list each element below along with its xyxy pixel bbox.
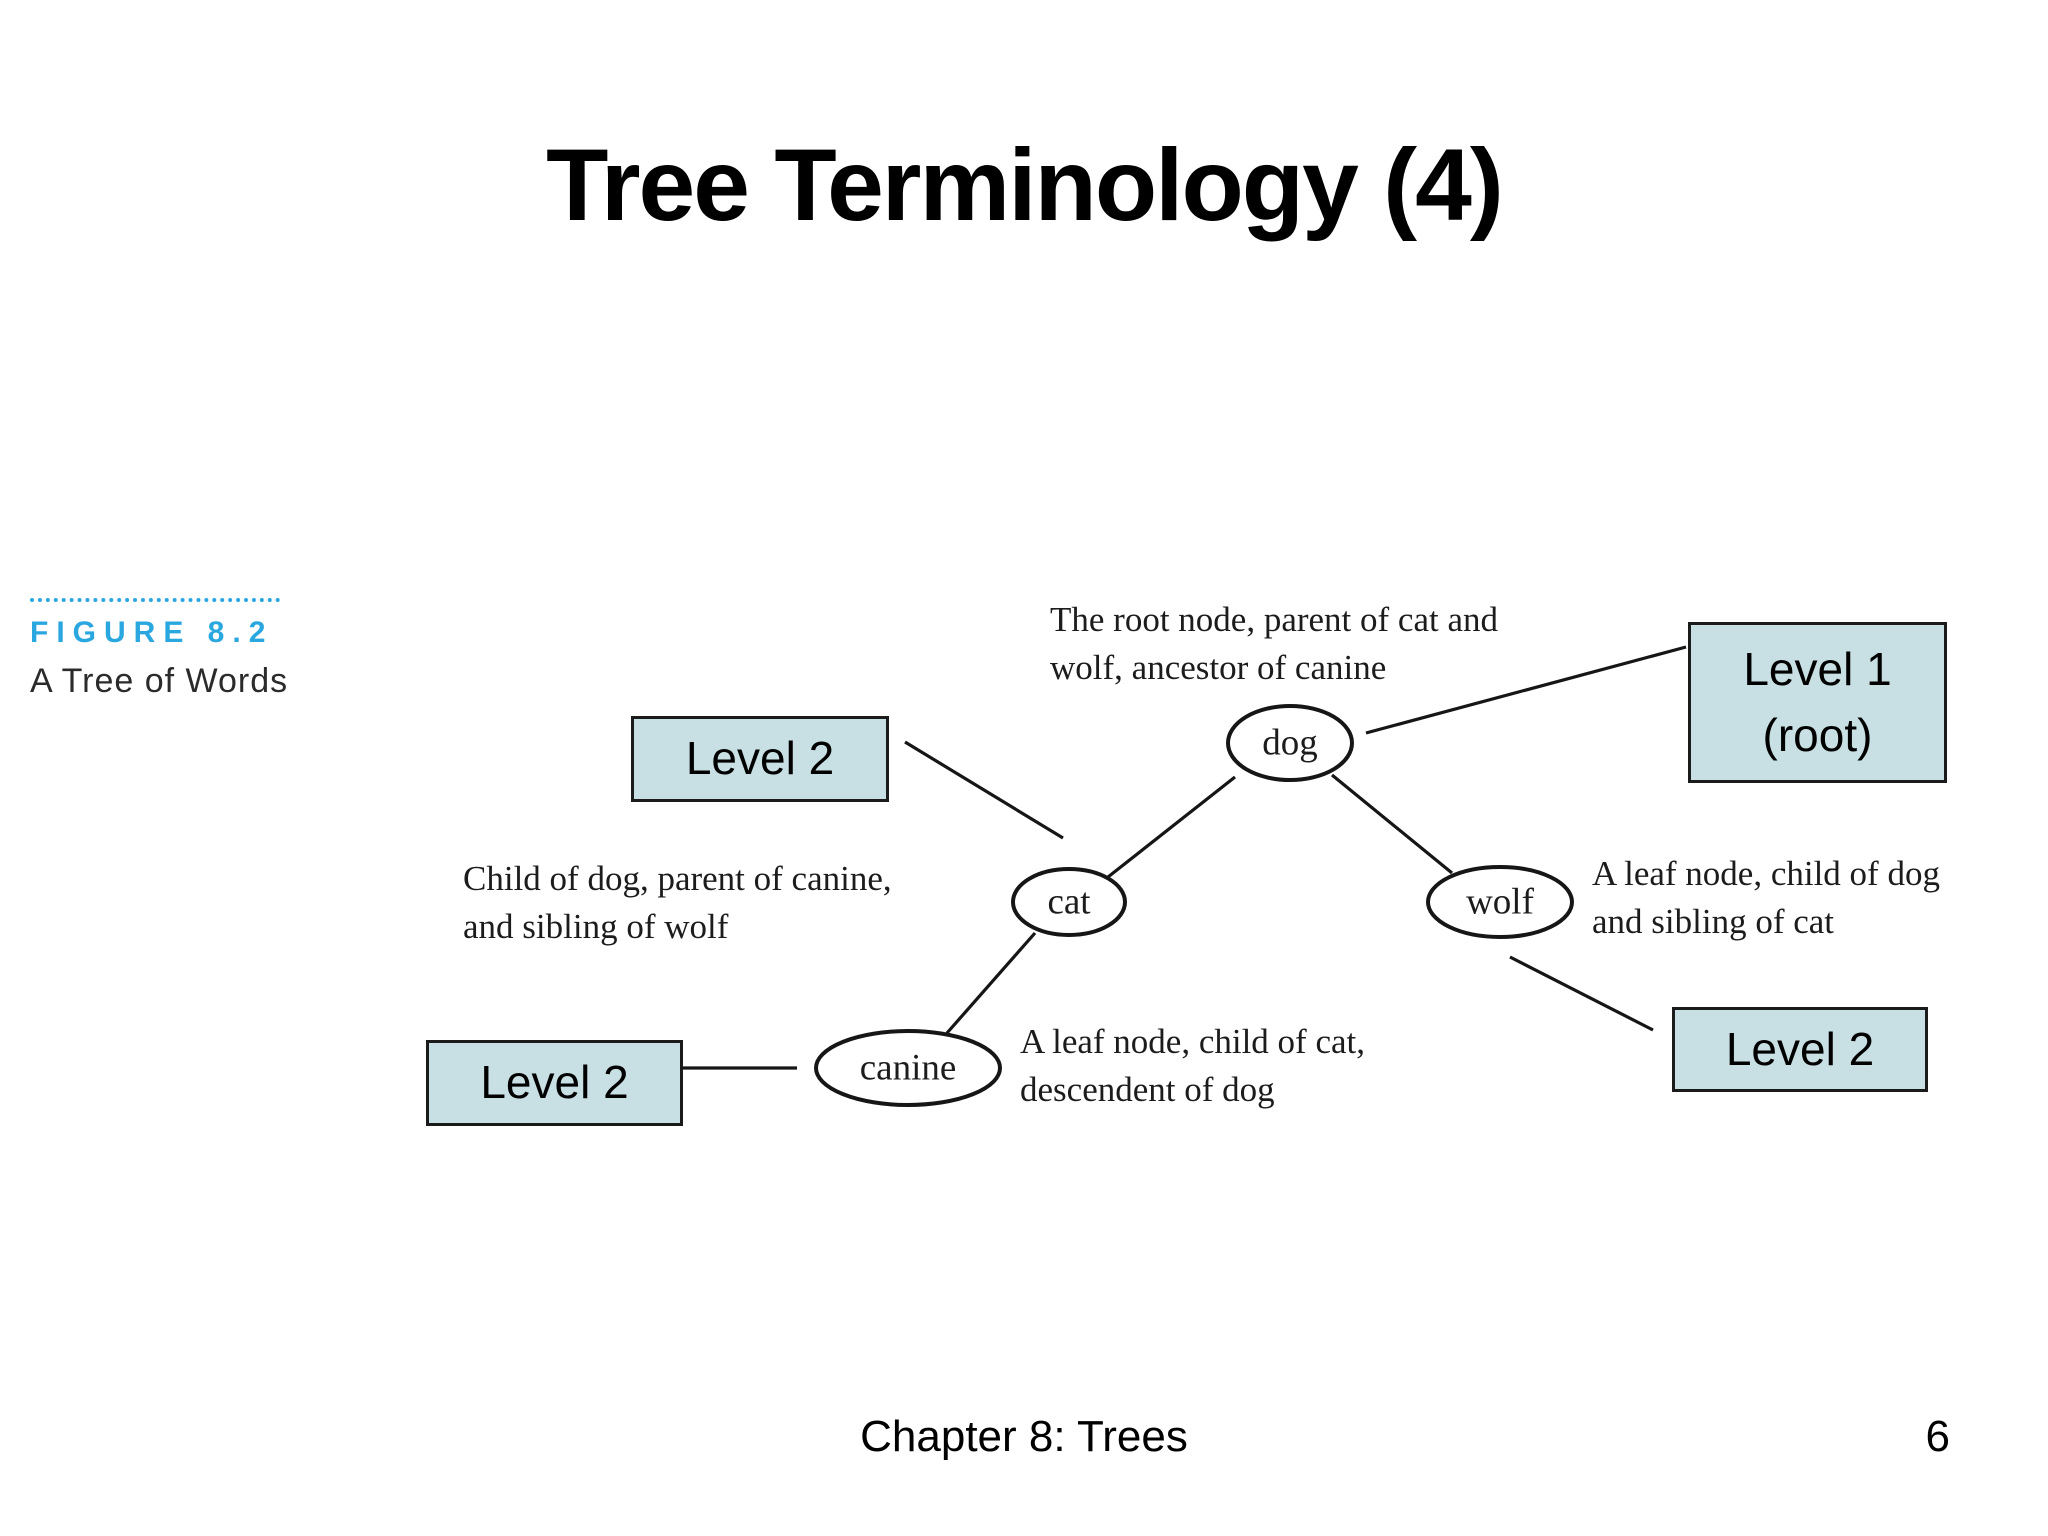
level-box-level1-root: Level 1 (root) <box>1688 622 1947 783</box>
tree-node-label-cat: cat <box>1047 882 1091 923</box>
annotation-canine-note: A leaf node, child of cat, descendent of … <box>1020 1018 1365 1113</box>
tree-node-dog <box>1226 704 1354 782</box>
level-box-text: Level 2 <box>1725 1022 1875 1075</box>
slide-title: Tree Terminology (4) <box>546 128 1504 242</box>
annotation-line: descendent of dog <box>1020 1069 1275 1109</box>
figure-label-block: FIGURE 8.2 A Tree of Words <box>30 598 289 701</box>
edge-dog-wolf <box>1330 773 1454 875</box>
line-dog-to-level1 <box>1365 645 1687 735</box>
level-box-text: Level 2 <box>480 1056 629 1109</box>
tree-node-label-wolf: wolf <box>1466 882 1535 923</box>
annotation-line: A leaf node, child of cat, <box>1020 1022 1366 1061</box>
annotation-line: The root node, parent of cat and <box>1050 600 1499 639</box>
tree-node-label-dog: dog <box>1262 723 1318 764</box>
annotation-cat-note: Child of dog, parent of canine, and sibli… <box>463 855 892 950</box>
edge-dog-cat <box>1107 775 1236 879</box>
annotation-wolf-note: A leaf node, child of dog and sibling of … <box>1592 850 1940 945</box>
annotation-line: and sibling of wolf <box>463 906 729 946</box>
edge-cat-canine <box>945 931 1037 1035</box>
level-box-level2-top-left: Level 2 <box>631 716 889 802</box>
tree-node-wolf <box>1426 865 1574 939</box>
annotation-line: and sibling of cat <box>1592 901 1835 941</box>
figure-caption: A Tree of Words <box>30 662 289 700</box>
annotation-line: A leaf node, child of dog <box>1592 854 1940 893</box>
level-box-text: Level 2 <box>685 732 835 785</box>
line-level2-top-to-cat <box>904 740 1064 840</box>
footer-title: Chapter 8: Trees <box>860 1412 1188 1461</box>
annotation-line: wolf, ancestor of canine <box>1050 647 1387 687</box>
level-box-text: Level 1 <box>1743 643 1892 696</box>
annotation-line: Child of dog, parent of canine, <box>463 859 892 898</box>
annotation-root-note: The root node, parent of cat and wolf, an… <box>1050 596 1498 691</box>
tree-node-cat <box>1011 867 1127 937</box>
tree-node-canine <box>814 1029 1002 1107</box>
line-wolf-to-level2-right <box>1509 955 1654 1032</box>
page-number: 6 <box>1925 1412 1950 1461</box>
level-box-text: (root) <box>1762 708 1873 761</box>
figure-label: FIGURE 8.2 <box>30 616 274 649</box>
figure-dotted-rule <box>30 598 280 602</box>
tree-node-label-canine: canine <box>860 1048 957 1089</box>
level-box-level2-bottom-right: Level 2 <box>1672 1007 1928 1092</box>
level-box-level2-bottom-left: Level 2 <box>426 1040 683 1126</box>
